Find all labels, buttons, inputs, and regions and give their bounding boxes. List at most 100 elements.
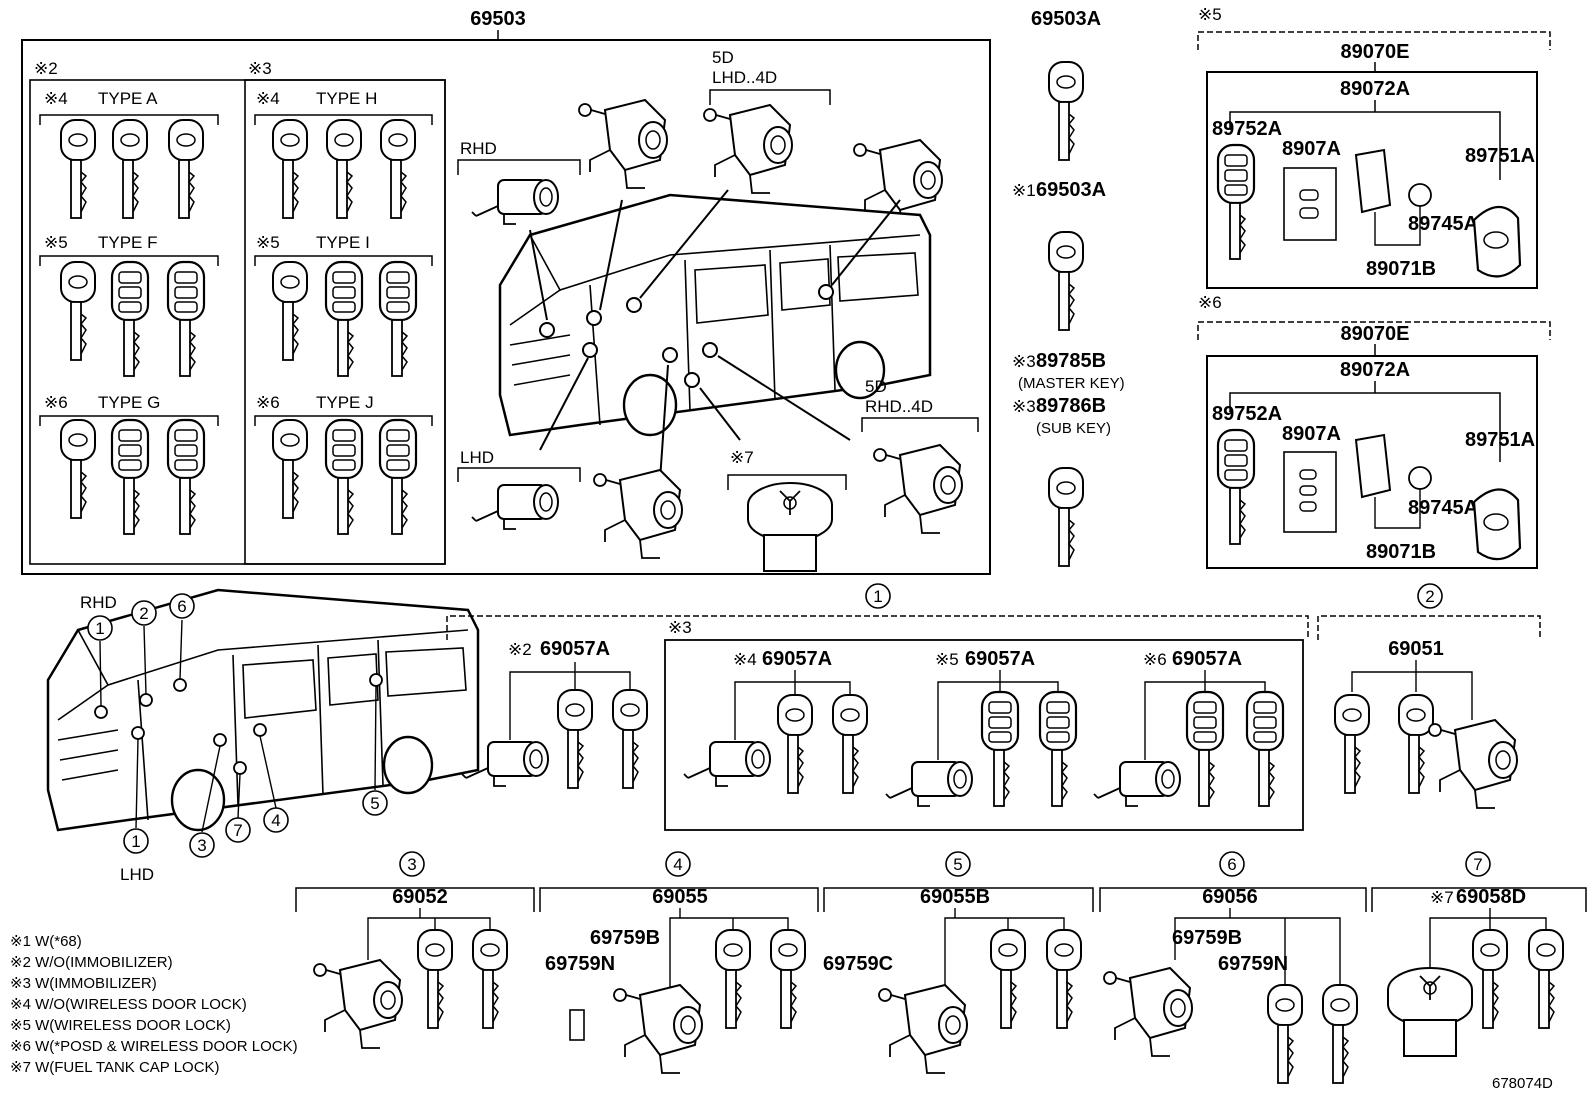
type-row: ※5 TYPE F — [39, 233, 219, 378]
svg-text:2: 2 — [139, 604, 148, 623]
svg-text:6: 6 — [177, 597, 186, 616]
kit-7: 7 ※7 69058D — [1371, 851, 1587, 1057]
document-id: 678074D — [1492, 1075, 1553, 1092]
part-number: 69057A — [540, 638, 610, 660]
ignition-cylinder-rhd — [471, 179, 559, 225]
part-number: 69057A — [1172, 648, 1242, 670]
type-row: ※6 TYPE J — [254, 393, 433, 536]
back-door-lock-lhd — [703, 104, 793, 194]
svg-text:4: 4 — [673, 855, 682, 874]
sub-part-number: 69759C — [823, 953, 893, 975]
type-group-note: ※2 — [34, 59, 58, 78]
type-row: ※5 TYPE I — [254, 233, 433, 378]
part-number: 69057A — [762, 648, 832, 670]
transmitter-set: ※6 89070E 89072A 89752A 8907A 89751A 897… — [1197, 293, 1551, 569]
footnote: ※4 W/O(WIRELESS DOOR LOCK) — [10, 996, 247, 1013]
part-number-case: 89751A — [1465, 429, 1535, 451]
part-number-sub-key: 89786B — [1036, 395, 1106, 417]
part-number-69503: 69503 — [470, 8, 526, 30]
lock-label-rhd: RHD — [460, 139, 497, 158]
door-lock-front — [578, 99, 668, 189]
part-number-set: 89070E — [1341, 41, 1410, 63]
svg-text:1: 1 — [131, 832, 140, 851]
svg-text:※6: ※6 — [44, 393, 68, 412]
key — [1048, 61, 1084, 161]
lock-label-5d: 5D — [712, 48, 734, 67]
svg-text:※1: ※1 — [1012, 181, 1036, 200]
type-label: TYPE H — [316, 89, 377, 108]
lock-label-lhd-4d: LHD..4D — [712, 68, 777, 87]
part-number: 69057A — [965, 648, 1035, 670]
lock-label-rhd-4d: RHD..4D — [865, 397, 933, 416]
svg-text:1: 1 — [873, 587, 882, 606]
svg-text:※2: ※2 — [508, 640, 532, 659]
type-row: ※6 TYPE G — [39, 393, 219, 536]
svg-text:※5: ※5 — [1198, 5, 1222, 24]
door-lock-rear — [593, 469, 683, 559]
part-number-key: 89752A — [1212, 118, 1282, 140]
footnote: ※6 W(*POSD & WIRELESS DOOR LOCK) — [10, 1038, 298, 1055]
svg-text:※3: ※3 — [1012, 352, 1036, 371]
kit-6: 6 69056 69759B 69759N — [1099, 851, 1367, 1084]
part-number-69503A-2: 69503A — [1036, 179, 1106, 201]
svg-text:※6: ※6 — [256, 393, 280, 412]
fuel-cap-lock — [747, 482, 833, 572]
lock-label-note7: ※7 — [730, 448, 754, 467]
part-number-board: 89071B — [1366, 541, 1436, 563]
svg-text:7: 7 — [233, 821, 242, 840]
svg-text:※6: ※6 — [1198, 293, 1222, 312]
part-number-key: 89752A — [1212, 403, 1282, 425]
kit-3: 3 69052 — [295, 851, 535, 1049]
part-number-sub: 89072A — [1340, 359, 1410, 381]
type-label: TYPE J — [316, 393, 374, 412]
svg-text:※4: ※4 — [44, 89, 68, 108]
sub-key-desc: (SUB KEY) — [1036, 420, 1111, 437]
master-key-desc: (MASTER KEY) — [1018, 375, 1125, 392]
svg-text:※6: ※6 — [1143, 650, 1167, 669]
sub-part-number: 69759B — [1172, 927, 1242, 949]
part-number: 69056 — [1202, 886, 1258, 908]
svg-text:5: 5 — [953, 855, 962, 874]
lock-label-5d-b: 5D — [865, 377, 887, 396]
sub-part-number: 69759N — [545, 953, 615, 975]
part-number-cover: 8907A — [1282, 138, 1341, 160]
part-number-battery: 89745A — [1408, 213, 1478, 235]
type-label: TYPE F — [98, 233, 158, 252]
group-box-69503 — [21, 39, 991, 575]
svg-text:2: 2 — [1425, 587, 1434, 606]
svg-text:※5: ※5 — [256, 233, 280, 252]
svg-text:※4: ※4 — [733, 650, 757, 669]
part-number-board: 89071B — [1366, 258, 1436, 280]
ignition-cylinder-lhd — [471, 484, 559, 530]
svg-text:3: 3 — [407, 855, 416, 874]
type-group-box — [244, 79, 446, 565]
kit-4: 4 69055 69759B 69759N — [539, 851, 819, 1074]
part-number: 69052 — [392, 886, 448, 908]
transmitter-set: ※5 89070E 89072A 89752A 8907A 89751A 897… — [1197, 5, 1551, 289]
svg-text:※3: ※3 — [668, 618, 692, 637]
svg-text:4: 4 — [271, 811, 280, 830]
sub-part-number: 69759N — [1218, 953, 1288, 975]
part-number-cover: 8907A — [1282, 423, 1341, 445]
callout-circles: 1 2 6 3 7 4 5 1 — [87, 593, 388, 858]
part-number-master-key: 89785B — [1036, 350, 1106, 372]
part-number: 69058D — [1456, 886, 1526, 908]
key — [1048, 467, 1084, 567]
type-label: TYPE G — [98, 393, 160, 412]
type-label: TYPE A — [98, 89, 158, 108]
van-label-rhd: RHD — [80, 593, 117, 612]
footnote: ※3 W(IMMOBILIZER) — [10, 975, 157, 992]
part-number: 69055B — [920, 886, 990, 908]
svg-text:※5: ※5 — [44, 233, 68, 252]
van-label-lhd: LHD — [120, 865, 154, 884]
part-number-69503A: 69503A — [1031, 8, 1101, 30]
type-row: ※4 TYPE H — [254, 89, 433, 219]
key — [1048, 231, 1084, 331]
svg-text:5: 5 — [370, 794, 379, 813]
svg-text:6: 6 — [1227, 855, 1236, 874]
lock-label-lhd: LHD — [460, 448, 494, 467]
svg-text:※5: ※5 — [935, 650, 959, 669]
footnote: ※1 W(*68) — [10, 933, 82, 950]
